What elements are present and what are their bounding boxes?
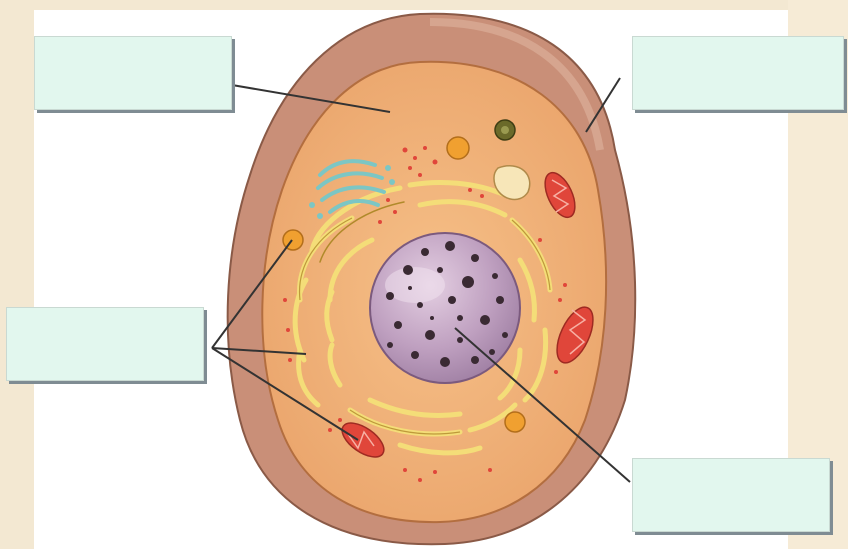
label-text-bottom-right (633, 459, 829, 471)
label-box-middle-left[interactable] (6, 307, 204, 381)
label-text-top-left (35, 37, 231, 49)
label-box-top-right[interactable] (632, 36, 844, 110)
label-box-top-left[interactable] (34, 36, 232, 110)
label-text-middle-left (7, 308, 203, 320)
label-text-top-right (633, 37, 843, 49)
label-box-bottom-right[interactable] (632, 458, 830, 532)
